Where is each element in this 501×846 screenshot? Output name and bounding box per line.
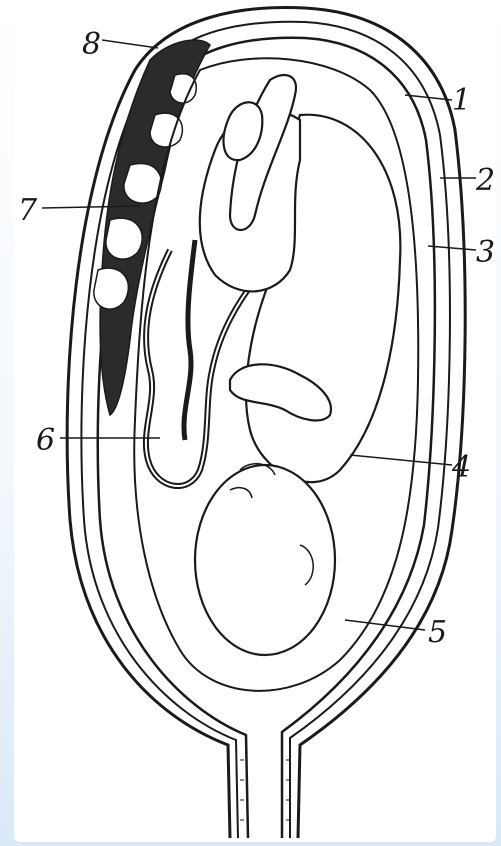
fetus-head xyxy=(195,465,335,655)
leader-line-5 xyxy=(345,620,425,630)
label-1: 1 xyxy=(452,83,471,118)
label-5: 5 xyxy=(428,615,447,650)
label-6: 6 xyxy=(36,423,55,458)
fetus xyxy=(195,75,400,655)
leader-line-8 xyxy=(102,40,158,48)
leader-line-4 xyxy=(350,455,452,465)
label-3: 3 xyxy=(476,235,495,270)
label-8: 8 xyxy=(82,27,101,62)
label-2: 2 xyxy=(475,163,495,198)
label-4: 4 xyxy=(451,450,471,485)
label-7: 7 xyxy=(18,193,38,228)
